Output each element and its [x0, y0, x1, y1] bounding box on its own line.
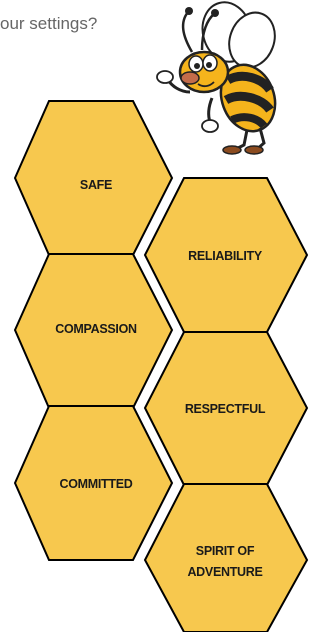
hex-label-safe: SAFE	[80, 178, 112, 192]
question-text: our settings?	[0, 14, 98, 33]
hex-label-reliability: RELIABILITY	[188, 249, 263, 263]
hex-label-compassion: COMPASSION	[55, 322, 137, 336]
hex-label-committed: COMMITTED	[60, 477, 133, 491]
hex-spirit-of-adventure	[143, 483, 309, 632]
hex-label-spirit-line1: SPIRIT OF	[196, 544, 255, 558]
hex-committed	[13, 405, 174, 561]
hex-label-spirit-line2: ADVENTURE	[187, 565, 262, 579]
cartoon-bee-icon	[156, 1, 277, 155]
hex-label-respectful: RESPECTFUL	[185, 402, 266, 416]
